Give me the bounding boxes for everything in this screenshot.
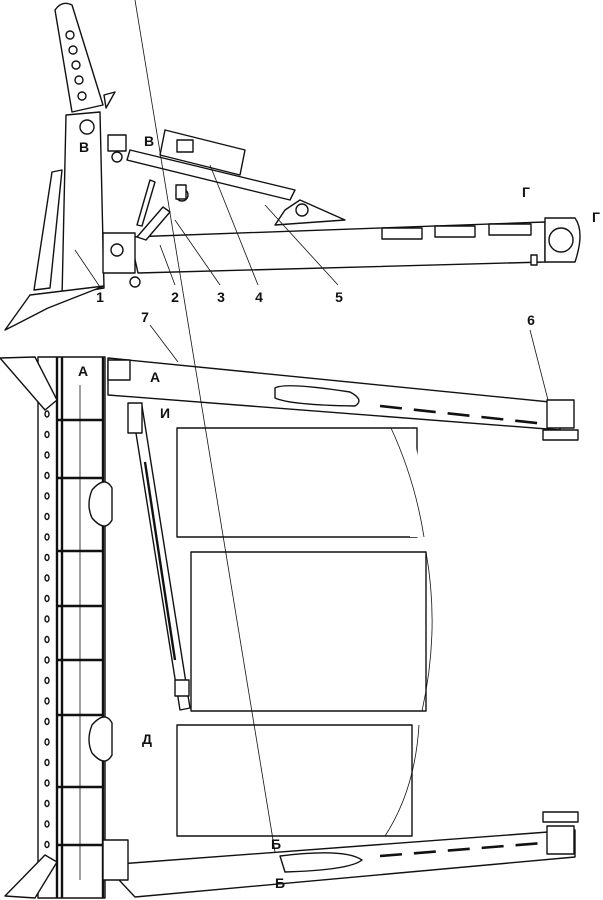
callout-4: 4: [255, 289, 263, 305]
frame-hole: [44, 492, 50, 500]
plan-view: [0, 0, 579, 899]
frame-hole: [44, 738, 50, 746]
section-mark-d: Д: [142, 731, 152, 747]
frame-hole: [44, 840, 50, 849]
callout-6: 6: [527, 312, 535, 328]
section-mark-v-left: В: [79, 139, 89, 155]
section-mark-v-right: В: [144, 133, 154, 149]
frame-ribs: [57, 418, 103, 847]
frame-hole: [44, 799, 50, 808]
section-mark-a-right: А: [150, 369, 160, 385]
corner-left-bottom: [4, 854, 58, 899]
callout-3: 3: [217, 289, 225, 305]
frame-hole: [44, 656, 50, 664]
mast-holes: [65, 30, 87, 101]
cylinder-5: [126, 149, 296, 201]
frame-hole: [44, 410, 50, 418]
callout-5: 5: [335, 289, 343, 305]
section-mark-a-left: А: [78, 363, 88, 379]
frame-hole: [44, 451, 50, 459]
section-mark-g-right: Г: [592, 209, 600, 225]
blade-frame: [37, 356, 106, 899]
frame-hole: [44, 676, 50, 685]
frame-hole: [44, 594, 50, 603]
push-arm-2: [129, 221, 546, 274]
frame-hole: [44, 553, 50, 562]
callout-2: 2: [171, 289, 179, 305]
callout-1: 1: [96, 289, 104, 305]
frame-hole: [44, 820, 50, 828]
section-mark-i: И: [160, 405, 170, 421]
panel-upper: [176, 427, 418, 538]
frame-hole: [44, 717, 50, 726]
frame-hole: [44, 697, 50, 705]
section-mark-b-top: Б: [271, 836, 281, 852]
frame-hole: [44, 758, 50, 767]
frame-hole: [44, 635, 50, 644]
frame-hole: [44, 615, 50, 623]
corner-left-top: [0, 356, 58, 411]
arm-serrations: [381, 223, 532, 240]
frame-hole: [44, 430, 50, 439]
section-mark-g-left: Г: [522, 184, 530, 200]
panel-lower: [176, 724, 413, 837]
frame-holes: [44, 410, 50, 869]
frame-hole: [44, 512, 50, 521]
blade-mast: [54, 2, 104, 113]
callout-7: 7: [141, 309, 149, 325]
frame-hole: [44, 471, 50, 480]
side-view: [4, 2, 581, 401]
leader-lines: [74, 164, 549, 401]
frame-hole: [44, 779, 50, 787]
section-mark-b-bottom: Б: [275, 875, 285, 891]
panel-middle: [190, 551, 427, 712]
frame-hole: [44, 533, 50, 541]
blade-moldboard: [33, 169, 63, 291]
frame-hole: [44, 574, 50, 582]
cutting-edge: [4, 285, 105, 331]
